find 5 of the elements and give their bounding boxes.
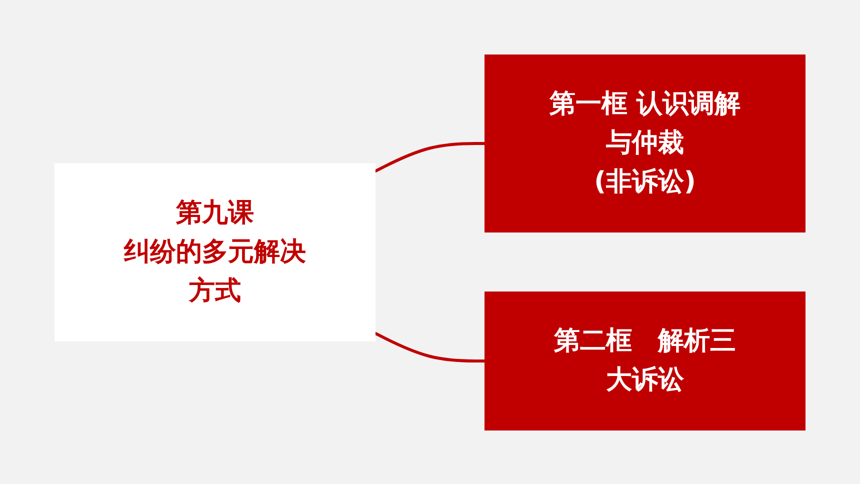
node-box: 第一框 认识调解与仲裁 (非诉讼) [484, 54, 806, 232]
node-box: 第九课 纠纷的多元解决方式 [54, 162, 376, 341]
connector [374, 331, 485, 362]
node-box: 第二框 解析三大诉讼 [484, 291, 806, 430]
connector [374, 142, 485, 172]
